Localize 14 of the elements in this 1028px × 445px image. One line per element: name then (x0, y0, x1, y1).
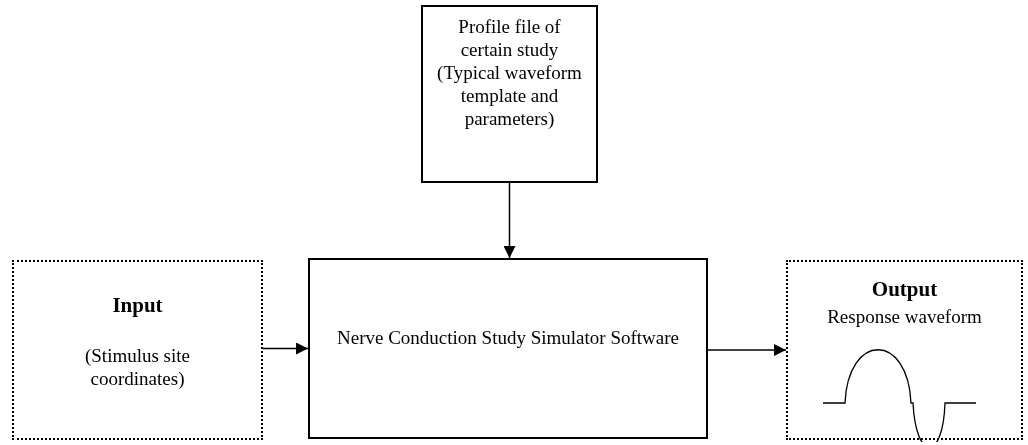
box-text: Profile file of certain study (457, 15, 562, 61)
box-text: Response waveform (826, 305, 983, 328)
output-box (786, 260, 1023, 440)
arrow (707, 344, 787, 356)
box-heading: Output (870, 278, 939, 301)
arrow (262, 342, 309, 355)
process-box (421, 5, 598, 183)
arrow (503, 182, 516, 259)
input-box (12, 260, 263, 440)
box-text: Nerve Conduction Study Simulator Software (336, 326, 680, 349)
process-box (308, 258, 708, 439)
box-text: (Stimulus site coordinates) (83, 344, 191, 390)
box-heading: Input (111, 294, 164, 317)
box-text: (Typical waveform template and parameters) (436, 61, 583, 130)
